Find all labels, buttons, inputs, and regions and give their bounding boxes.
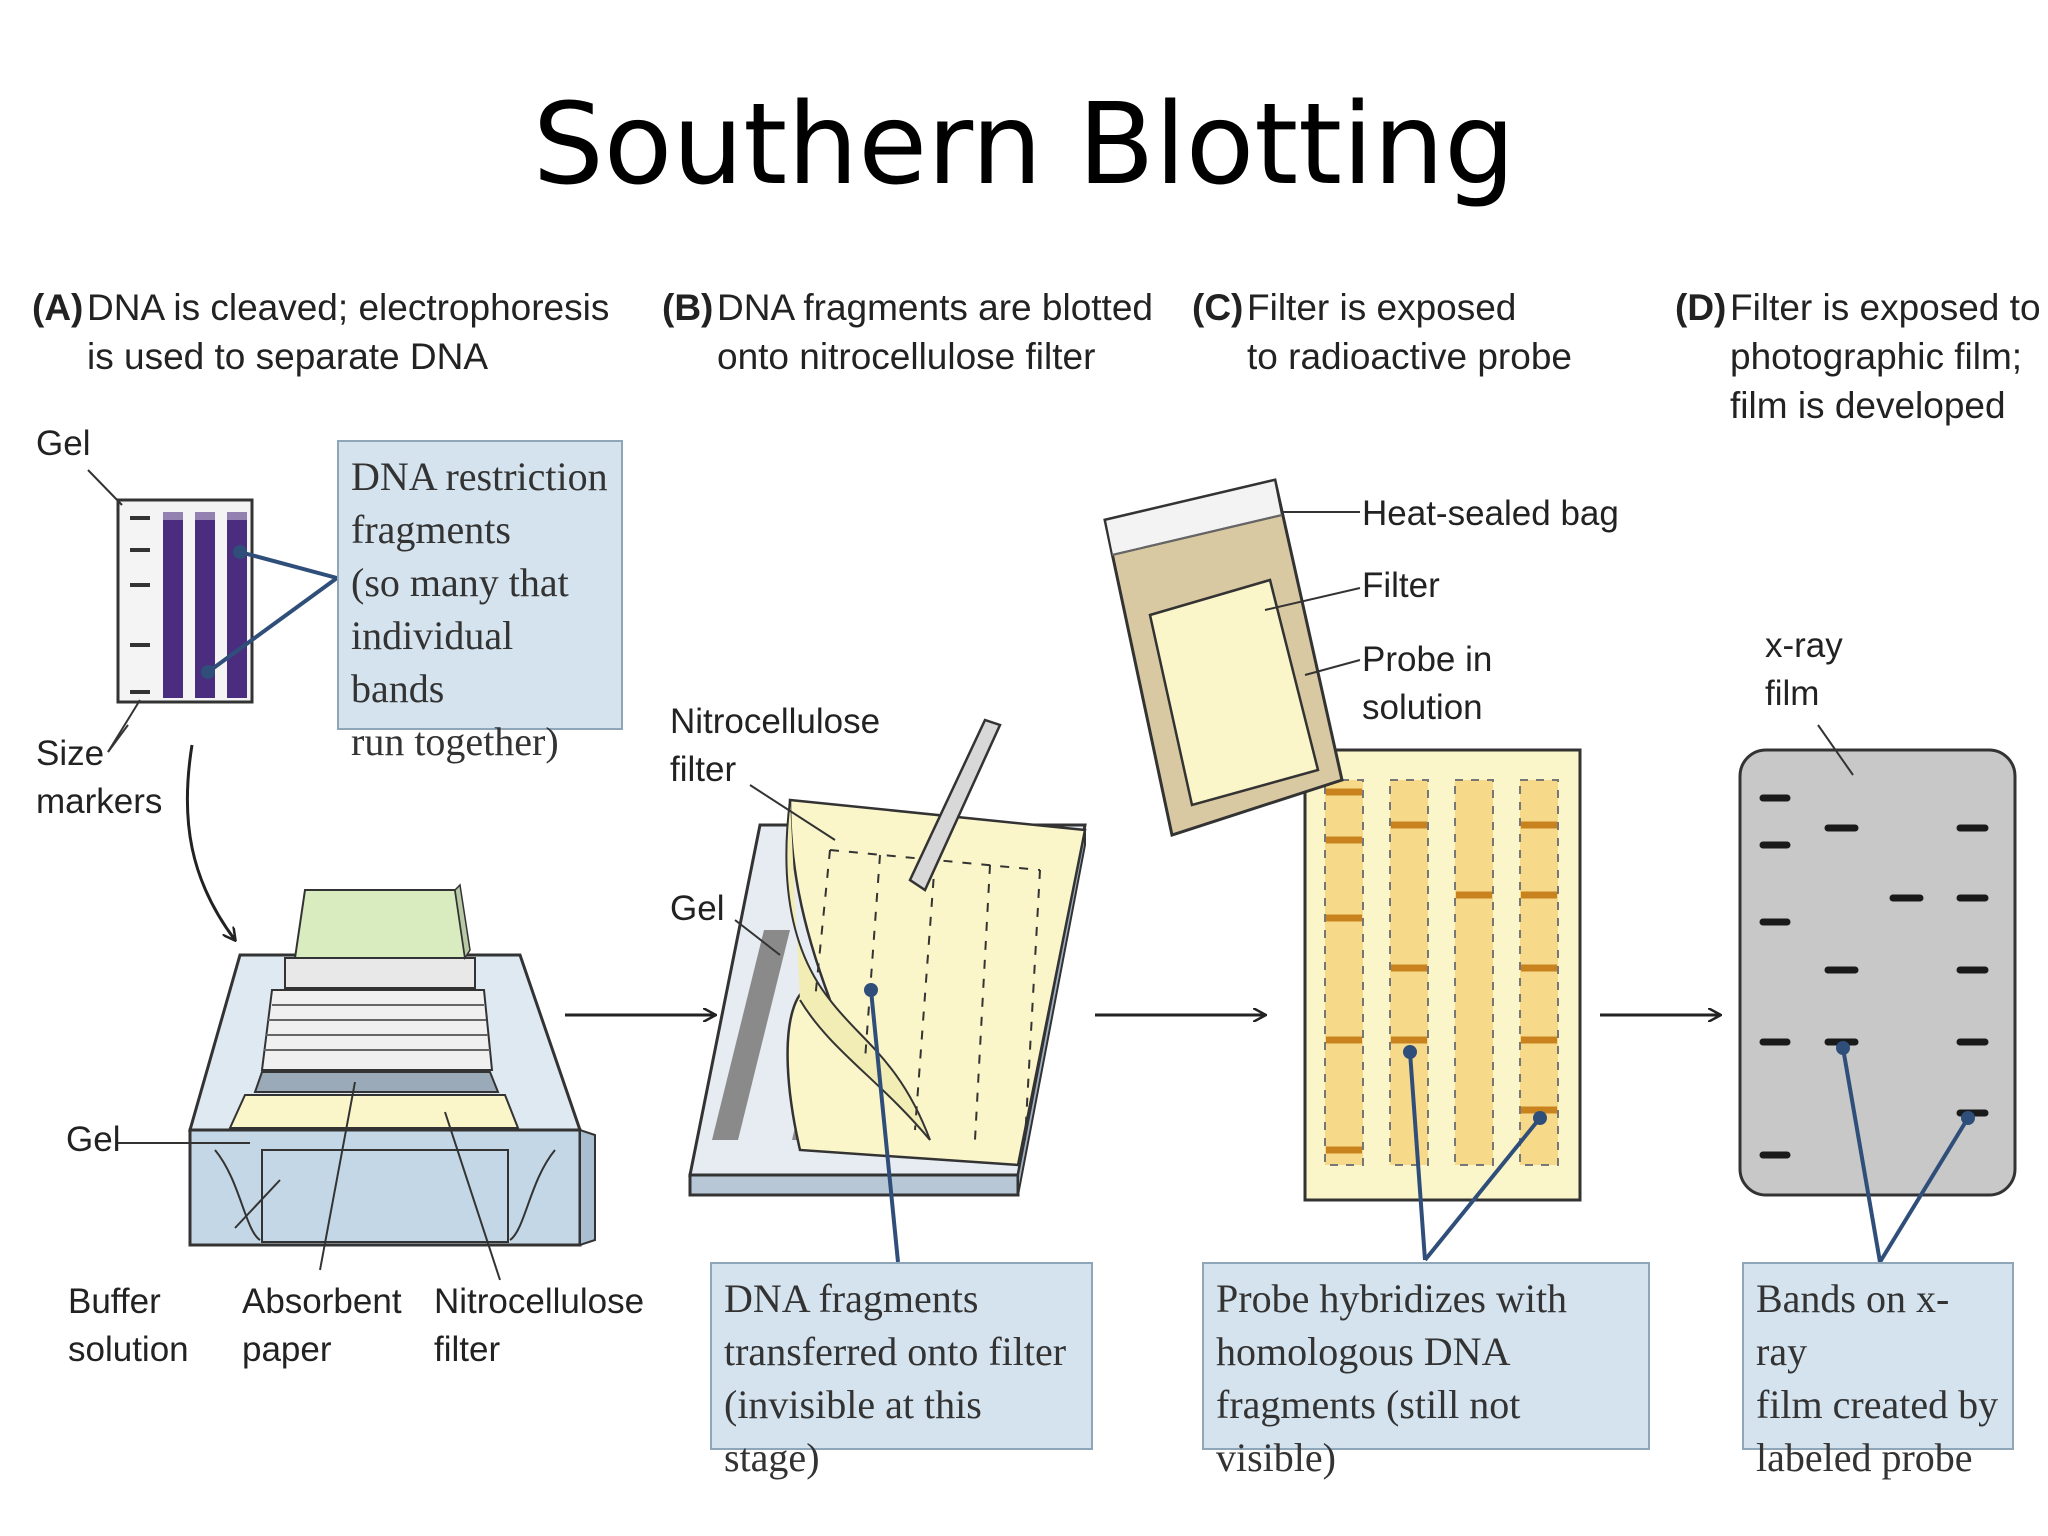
- xray-film: [1738, 748, 2017, 1197]
- blotting-tray: [188, 883, 596, 1247]
- label-nitrocellulose-filter-b: Nitrocellulose filter: [670, 702, 881, 789]
- size-marker-bands: [130, 516, 150, 694]
- gel-lane: [163, 512, 183, 698]
- gel-lane: [195, 512, 215, 698]
- step-a-text: DNA is cleaved; electrophoresis is used …: [87, 287, 610, 377]
- film-bands: [1759, 794, 1989, 1159]
- heat-sealed-bag: [1103, 478, 1344, 837]
- step-d-heading: (D) Filter is exposed to photographic fi…: [1675, 283, 2041, 430]
- step-c-heading: (C) Filter is exposed to radioactive pro…: [1192, 283, 1572, 381]
- page-title: Southern Blotting: [532, 80, 1516, 210]
- label-heat-sealed-bag: Heat-sealed bag: [1362, 494, 1619, 533]
- callout-transferred: DNA fragments transferred onto filter (i…: [710, 1262, 1093, 1480]
- step-b-heading: (B) DNA fragments are blotted onto nitro…: [662, 283, 1153, 381]
- callout-restriction-fragments: DNA restriction fragments (so many that …: [337, 440, 623, 764]
- callout-probe-hybridizes: Probe hybridizes with homologous DNA fra…: [1202, 1262, 1650, 1480]
- step-a-heading: (A) DNA is cleaved; electrophoresis is u…: [32, 283, 609, 381]
- gel-with-filter: [688, 718, 1087, 1197]
- step-a-letter: (A): [32, 287, 84, 328]
- step-b-text: DNA fragments are blotted onto nitrocell…: [717, 287, 1153, 377]
- probe-bands: [1326, 788, 1557, 1154]
- label-nitrocellulose-filter-a: Nitrocellulose filter: [434, 1282, 645, 1369]
- gel-lane: [712, 930, 790, 1140]
- hybridization-filter: [1303, 748, 1582, 1202]
- label-xray-film: x-ray film: [1765, 626, 1843, 713]
- step-d-letter: (D): [1675, 287, 1727, 328]
- label-probe-in-solution: Probe in solution: [1362, 640, 1493, 727]
- step-c-letter: (C): [1192, 287, 1244, 328]
- callout-bands: Bands on x-ray film created by labeled p…: [1742, 1262, 2014, 1480]
- step-b-letter: (B): [662, 287, 714, 328]
- gel-plate: [116, 498, 254, 704]
- label-gel-top: Gel: [36, 424, 91, 463]
- label-size-markers: Size markers: [36, 734, 163, 821]
- step-c-text: Filter is exposed to radioactive probe: [1247, 287, 1572, 377]
- label-gel-tray: Gel: [66, 1120, 121, 1159]
- label-absorbent-paper: Absorbent paper: [242, 1282, 402, 1369]
- step-d-text: Filter is exposed to photographic film; …: [1730, 287, 2041, 426]
- filter-lanes: [1324, 779, 1559, 1166]
- label-filter: Filter: [1362, 566, 1440, 605]
- gel-lane: [227, 512, 247, 698]
- label-buffer-solution: Buffer solution: [68, 1282, 189, 1369]
- label-gel-b: Gel: [670, 889, 725, 928]
